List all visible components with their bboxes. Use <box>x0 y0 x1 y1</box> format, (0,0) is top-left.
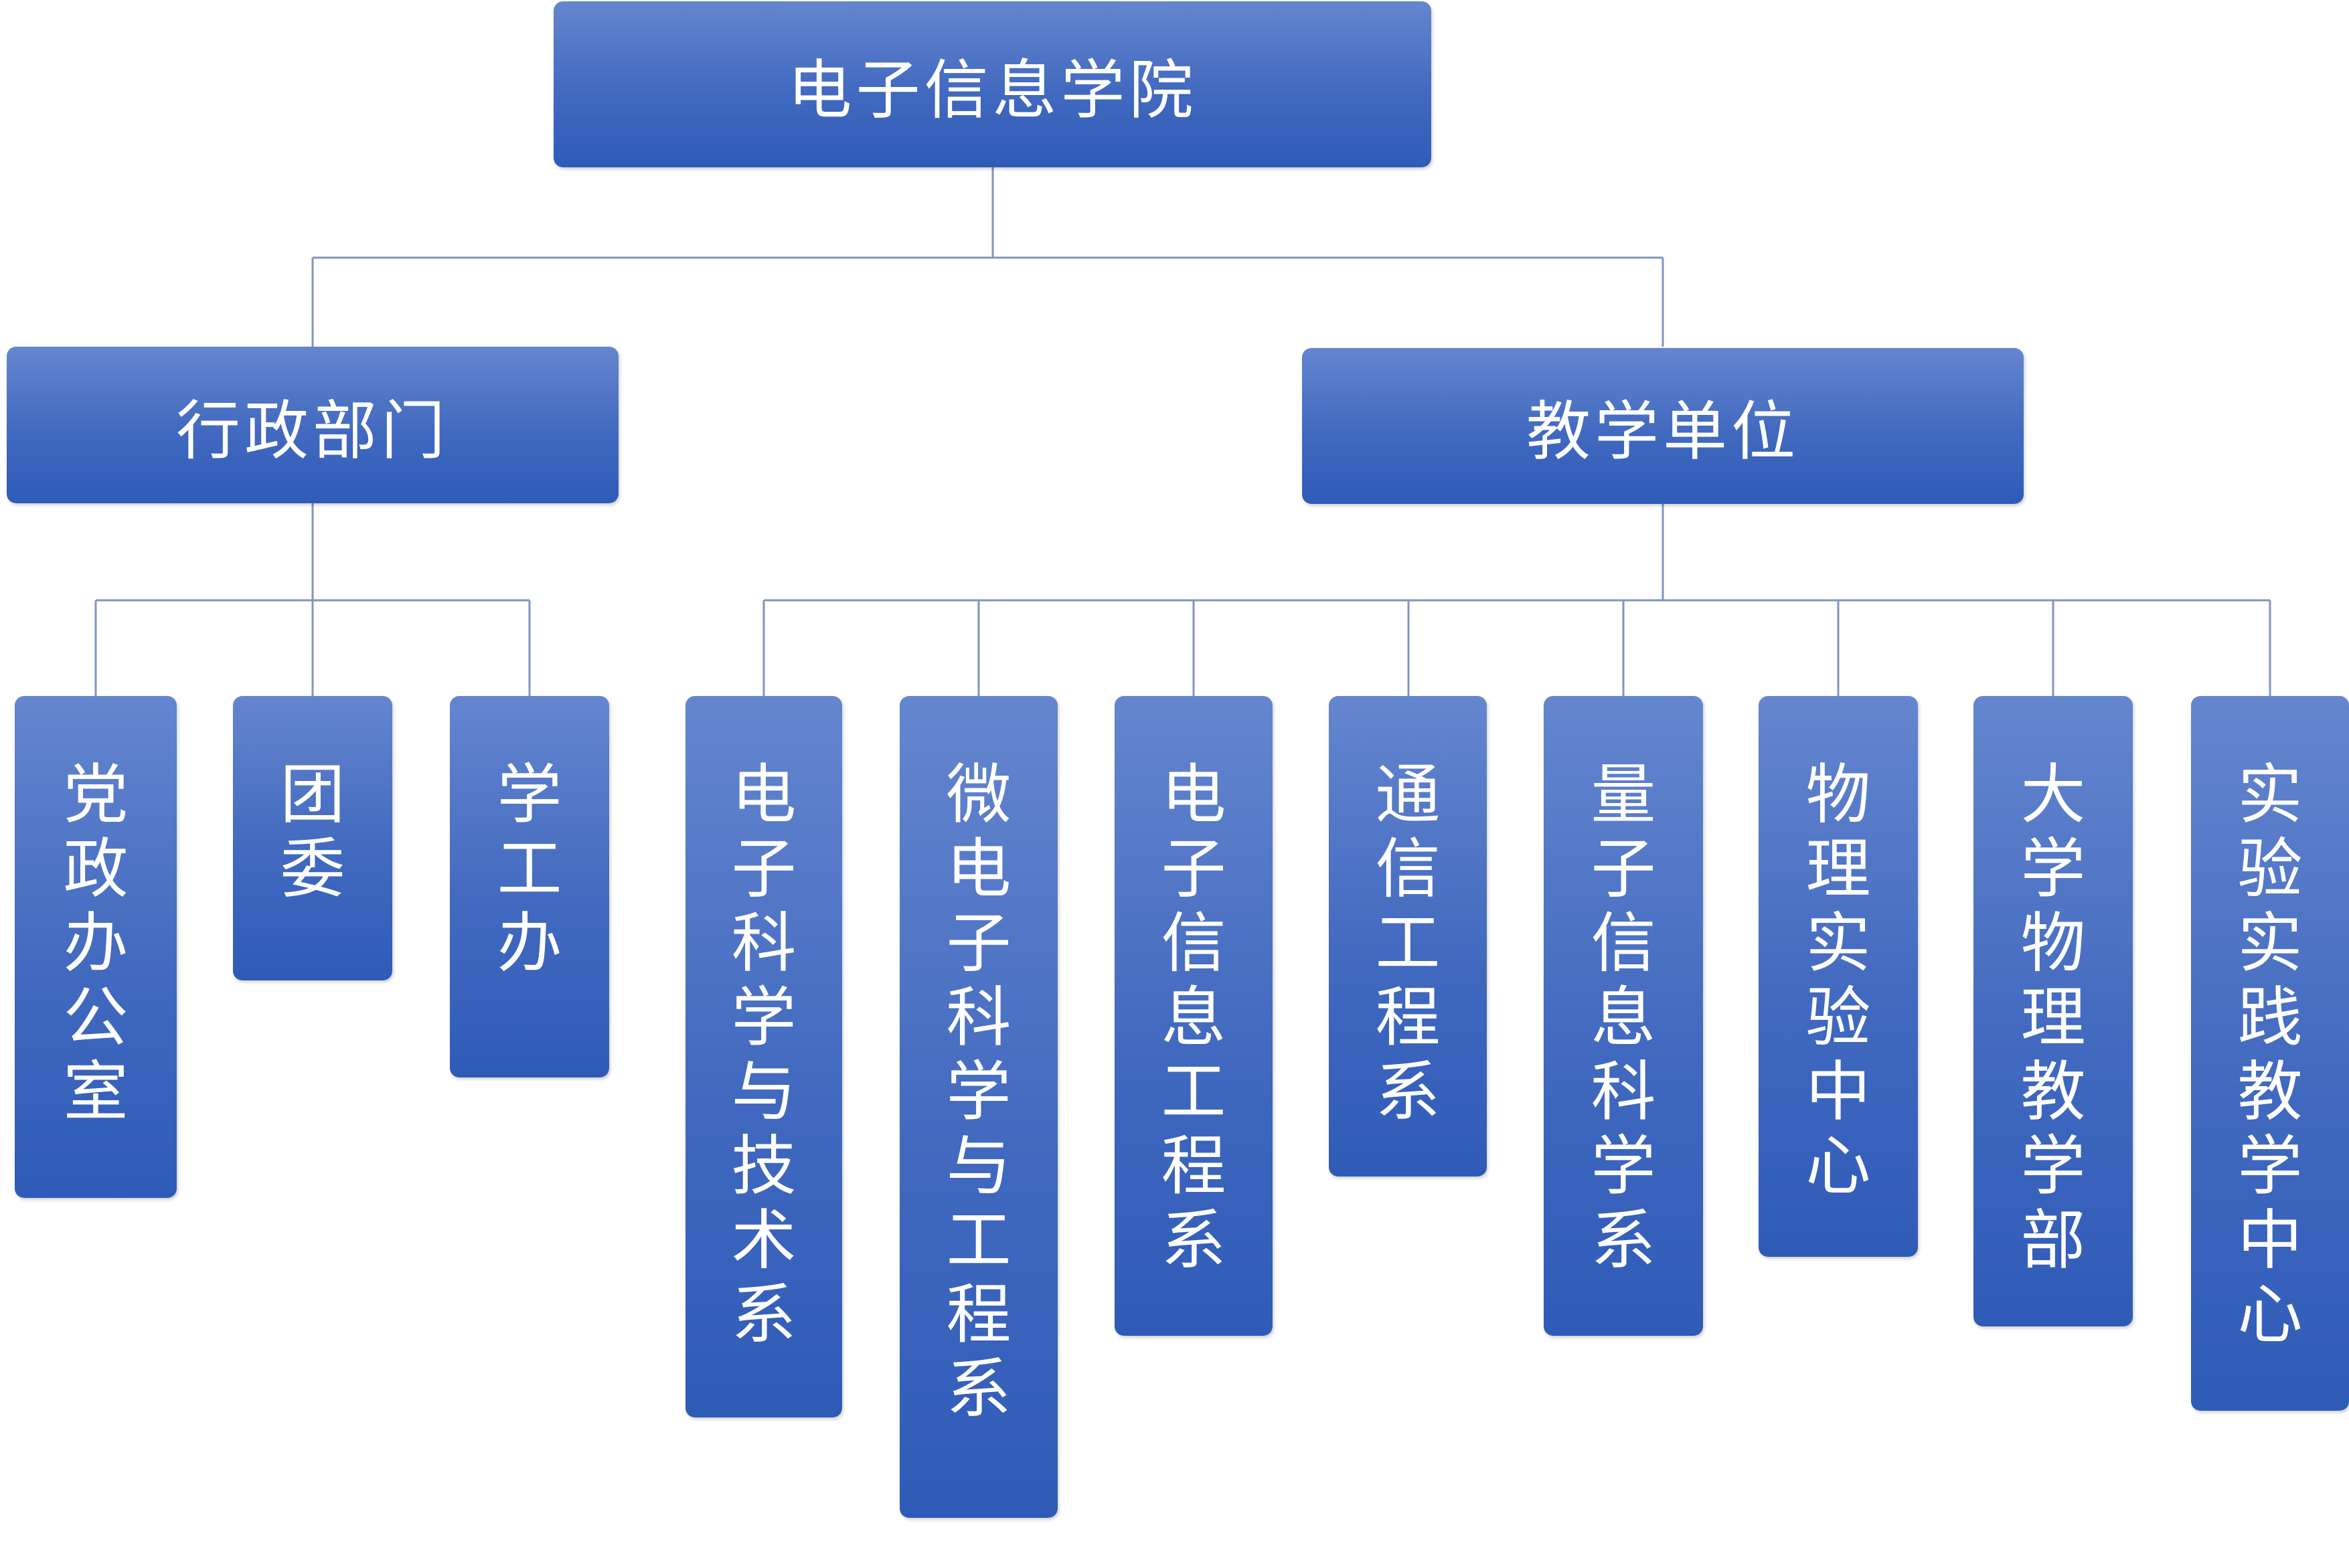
unit-node-microelectronics: 微电子科学与工程系 <box>900 696 1058 1518</box>
branch-node-teaching: 教学单位 <box>1302 348 2024 504</box>
branch-label-admin: 行政部门 <box>176 393 449 468</box>
unit-label: 电子信息工程系 <box>1161 757 1226 1278</box>
unit-label: 学工办 <box>497 757 562 981</box>
unit-label: 实验实践教学中心 <box>2237 757 2303 1353</box>
unit-label: 团委 <box>280 757 345 907</box>
unit-node-electronic-science: 电子科学与技术系 <box>685 696 842 1417</box>
unit-node-physics-lab: 物理实验中心 <box>1759 696 1918 1257</box>
unit-node-party-office: 党政办公室 <box>15 696 177 1198</box>
unit-label: 大学物理教学部 <box>2020 757 2086 1278</box>
unit-label: 微电子科学与工程系 <box>946 757 1011 1427</box>
branch-label-teaching: 教学单位 <box>1526 394 1799 469</box>
unit-node-electronic-info-eng: 电子信息工程系 <box>1115 696 1273 1336</box>
unit-node-college-physics: 大学物理教学部 <box>1973 696 2133 1326</box>
unit-node-practice-center: 实验实践教学中心 <box>2191 696 2349 1411</box>
branch-node-admin: 行政部门 <box>7 347 619 503</box>
unit-node-youth-league: 团委 <box>233 696 392 980</box>
unit-label: 物理实验中心 <box>1805 757 1871 1204</box>
root-node: 电子信息学院 <box>554 1 1431 167</box>
unit-label: 党政办公室 <box>63 757 129 1130</box>
unit-node-quantum-info: 量子信息科学系 <box>1544 696 1703 1336</box>
unit-node-student-affairs: 学工办 <box>450 696 609 1077</box>
root-label: 电子信息学院 <box>787 52 1198 128</box>
unit-node-communication-eng: 通信工程系 <box>1329 696 1487 1177</box>
unit-label: 电子科学与技术系 <box>731 757 797 1353</box>
unit-label: 量子信息科学系 <box>1591 757 1656 1278</box>
unit-label: 通信工程系 <box>1375 757 1441 1130</box>
